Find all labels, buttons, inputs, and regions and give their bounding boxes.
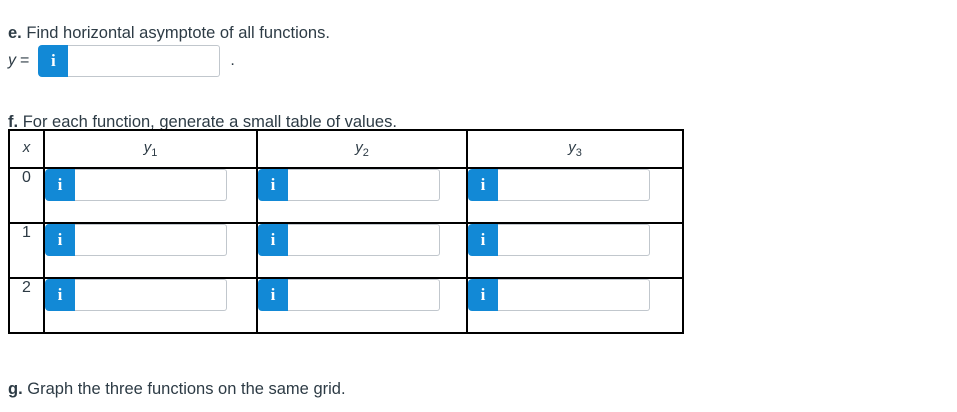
input-y3-row2[interactable] bbox=[498, 279, 650, 311]
info-icon: i bbox=[270, 230, 276, 249]
question-g-text: Graph the three functions on the same gr… bbox=[27, 379, 346, 398]
info-icon: i bbox=[480, 285, 486, 304]
input-y2-row2[interactable] bbox=[288, 279, 440, 311]
table-header-row: x y1 y2 y3 bbox=[8, 129, 684, 169]
column-header-y3: y3 bbox=[466, 129, 684, 169]
sentence-period: . bbox=[230, 52, 235, 69]
table-row: 0 i i i bbox=[8, 167, 684, 224]
input-y2-row1[interactable] bbox=[288, 224, 440, 256]
question-e-text: Find horizontal asymptote of all functio… bbox=[26, 23, 330, 42]
cell-y2-row2: i bbox=[256, 277, 468, 334]
input-y2-row0[interactable] bbox=[288, 169, 440, 201]
info-icon: i bbox=[480, 175, 486, 194]
info-icon: i bbox=[57, 285, 63, 304]
info-button-asymptote[interactable]: i bbox=[38, 45, 69, 77]
input-y1-row2[interactable] bbox=[75, 279, 227, 311]
table-row: 2 i i i bbox=[8, 277, 684, 334]
column-header-y2: y2 bbox=[256, 129, 468, 169]
question-f-text: For each function, generate a small tabl… bbox=[22, 112, 397, 131]
info-icon: i bbox=[57, 230, 63, 249]
input-y3-row0[interactable] bbox=[498, 169, 650, 201]
cell-y3-row2: i bbox=[466, 277, 684, 334]
input-y1-row0[interactable] bbox=[75, 169, 227, 201]
y-variable-label: y bbox=[8, 52, 16, 69]
column-header-y1: y1 bbox=[43, 129, 258, 169]
question-g: g. Graph the three functions on the same… bbox=[8, 379, 346, 400]
cell-y2-row1: i bbox=[256, 222, 468, 279]
column-header-x: x bbox=[8, 129, 45, 169]
asymptote-input-group: i bbox=[38, 45, 221, 77]
values-table: x y1 y2 y3 0 i bbox=[8, 129, 684, 334]
info-button-y3-row1[interactable]: i bbox=[468, 224, 498, 256]
row-label-1: 1 bbox=[8, 222, 45, 279]
cell-y2-row0: i bbox=[256, 167, 468, 224]
question-f: f. For each function, generate a small t… bbox=[8, 112, 397, 133]
row-label-0: 0 bbox=[8, 167, 45, 224]
info-icon: i bbox=[57, 175, 63, 194]
input-y3-row1[interactable] bbox=[498, 224, 650, 256]
info-button-y3-row2[interactable]: i bbox=[468, 279, 498, 311]
question-e-label: e. bbox=[8, 23, 22, 42]
cell-y3-row0: i bbox=[466, 167, 684, 224]
cell-y1-row2: i bbox=[43, 277, 258, 334]
info-button-y2-row1[interactable]: i bbox=[258, 224, 288, 256]
asymptote-answer-input[interactable] bbox=[68, 45, 221, 77]
cell-y3-row1: i bbox=[466, 222, 684, 279]
info-button-y3-row0[interactable]: i bbox=[468, 169, 498, 201]
question-g-label: g. bbox=[8, 379, 23, 398]
info-button-y1-row1[interactable]: i bbox=[45, 224, 75, 256]
info-icon: i bbox=[480, 230, 486, 249]
row-label-2: 2 bbox=[8, 277, 45, 334]
info-icon: i bbox=[270, 175, 276, 194]
info-icon: i bbox=[50, 51, 56, 70]
question-f-label: f. bbox=[8, 112, 19, 131]
asymptote-answer-row: y = i . bbox=[8, 44, 235, 78]
table-row: 1 i i i bbox=[8, 222, 684, 279]
info-button-y2-row0[interactable]: i bbox=[258, 169, 288, 201]
info-icon: i bbox=[270, 285, 276, 304]
info-button-y1-row0[interactable]: i bbox=[45, 169, 75, 201]
info-button-y1-row2[interactable]: i bbox=[45, 279, 75, 311]
cell-y1-row1: i bbox=[43, 222, 258, 279]
cell-y1-row0: i bbox=[43, 167, 258, 224]
info-button-y2-row2[interactable]: i bbox=[258, 279, 288, 311]
input-y1-row1[interactable] bbox=[75, 224, 227, 256]
question-e: e. Find horizontal asymptote of all func… bbox=[8, 23, 330, 44]
equals-sign: = bbox=[20, 52, 30, 69]
